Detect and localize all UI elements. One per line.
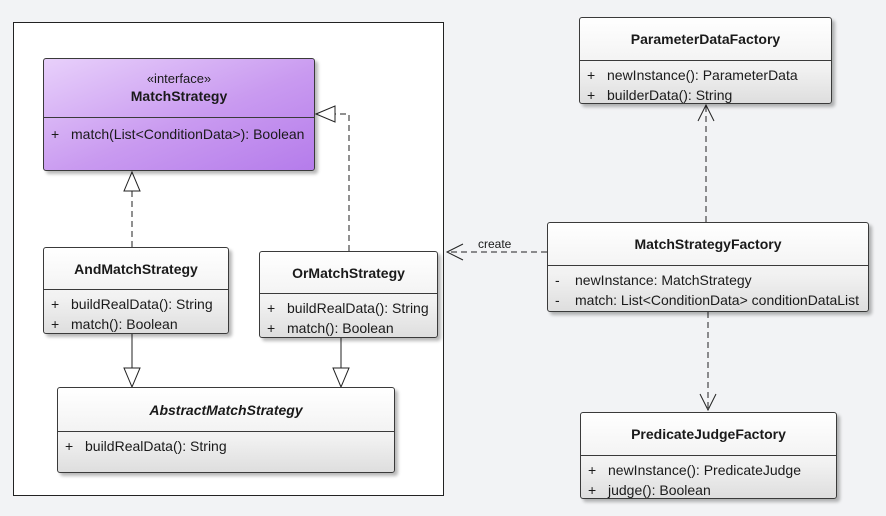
match-strategy-factory-header: MatchStrategyFactory bbox=[548, 223, 868, 266]
or-match-strategy-class[interactable]: OrMatchStrategy + buildRealData(): Strin… bbox=[259, 251, 438, 338]
member-row: + judge(): Boolean bbox=[587, 480, 830, 498]
member-row: + newInstance(): ParameterData bbox=[586, 65, 825, 85]
member-row: + newInstance(): PredicateJudge bbox=[587, 460, 830, 480]
member-signature: buildRealData(): String bbox=[85, 438, 227, 454]
create-dependency-arrowhead bbox=[445, 243, 464, 261]
and-generalization-arrowhead bbox=[123, 367, 141, 389]
parameter-data-factory-header: ParameterDataFactory bbox=[580, 18, 831, 61]
class-name: AndMatchStrategy bbox=[74, 260, 198, 277]
or-realization-line bbox=[335, 113, 350, 251]
match-strategy-interface[interactable]: «interface» MatchStrategy + match(List<C… bbox=[43, 58, 315, 171]
visibility-marker: + bbox=[588, 462, 597, 478]
create-label: create bbox=[478, 237, 512, 251]
member-row: + buildRealData(): String bbox=[64, 436, 388, 456]
member-signature: buildRealData(): String bbox=[71, 296, 213, 312]
member-row: - newInstance: MatchStrategy bbox=[554, 270, 862, 290]
member-row: + match(): Boolean bbox=[266, 318, 431, 337]
predicate-judge-factory-header: PredicateJudgeFactory bbox=[581, 413, 836, 456]
member-list: + buildRealData(): String + match(): Boo… bbox=[260, 294, 437, 337]
predicate-dependency-arrowhead bbox=[699, 393, 717, 412]
and-match-strategy-class[interactable]: AndMatchStrategy + buildRealData(): Stri… bbox=[43, 247, 229, 334]
abstract-match-strategy-header: AbstractMatchStrategy bbox=[58, 388, 394, 432]
class-name: MatchStrategy bbox=[130, 88, 228, 104]
visibility-marker: + bbox=[51, 126, 60, 142]
class-name: MatchStrategyFactory bbox=[634, 236, 782, 252]
visibility-marker: + bbox=[588, 482, 597, 498]
or-realization-arrowhead bbox=[314, 105, 336, 123]
match-strategy-header: «interface» MatchStrategy bbox=[44, 59, 314, 118]
member-row: + builderData(): String bbox=[586, 85, 825, 103]
member-list: - newInstance: MatchStrategy - match: Li… bbox=[548, 266, 868, 310]
visibility-marker: - bbox=[555, 292, 560, 308]
visibility-marker: + bbox=[267, 300, 276, 316]
member-list: + match(List<ConditionData>): Boolean bbox=[44, 118, 314, 144]
parameter-data-factory-class[interactable]: ParameterDataFactory + newInstance(): Pa… bbox=[579, 17, 832, 104]
match-strategy-factory-class[interactable]: MatchStrategyFactory - newInstance: Matc… bbox=[547, 222, 869, 312]
member-signature: match: List<ConditionData> conditionData… bbox=[575, 292, 860, 308]
abstract-match-strategy-class[interactable]: AbstractMatchStrategy + buildRealData():… bbox=[57, 387, 395, 473]
member-row: + buildRealData(): String bbox=[50, 294, 222, 314]
member-list: + buildRealData(): String bbox=[58, 432, 394, 456]
visibility-marker: + bbox=[267, 320, 276, 336]
parameter-dependency-arrowhead bbox=[697, 103, 715, 122]
member-signature: match(): Boolean bbox=[287, 320, 394, 336]
visibility-marker: + bbox=[65, 438, 74, 454]
or-match-strategy-header: OrMatchStrategy bbox=[260, 252, 437, 294]
member-signature: newInstance(): PredicateJudge bbox=[608, 462, 801, 478]
member-signature: newInstance(): ParameterData bbox=[607, 67, 798, 83]
or-generalization-arrowhead bbox=[332, 367, 350, 389]
member-row: + buildRealData(): String bbox=[266, 298, 431, 318]
class-name: PredicateJudgeFactory bbox=[631, 426, 786, 442]
visibility-marker: + bbox=[587, 67, 596, 83]
class-name: OrMatchStrategy bbox=[292, 264, 405, 281]
member-row: - match: List<ConditionData> conditionDa… bbox=[554, 290, 862, 310]
visibility-marker: + bbox=[587, 87, 596, 103]
visibility-marker: - bbox=[555, 272, 560, 288]
member-list: + newInstance(): ParameterData + builder… bbox=[580, 61, 831, 103]
member-row: + match(): Boolean bbox=[50, 314, 222, 333]
visibility-marker: + bbox=[51, 316, 60, 332]
member-signature: judge(): Boolean bbox=[608, 482, 711, 498]
class-name: AbstractMatchStrategy bbox=[149, 401, 303, 418]
and-realization-arrowhead bbox=[123, 170, 141, 192]
member-row: + match(List<ConditionData>): Boolean bbox=[50, 124, 308, 144]
interface-stereotype: «interface» bbox=[146, 71, 212, 86]
member-signature: buildRealData(): String bbox=[287, 300, 429, 316]
member-list: + newInstance(): PredicateJudge + judge(… bbox=[581, 456, 836, 498]
predicate-judge-factory-class[interactable]: PredicateJudgeFactory + newInstance(): P… bbox=[580, 412, 837, 499]
and-match-strategy-header: AndMatchStrategy bbox=[44, 248, 228, 290]
visibility-marker: + bbox=[51, 296, 60, 312]
member-signature: match(): Boolean bbox=[71, 316, 178, 332]
class-name: ParameterDataFactory bbox=[630, 31, 781, 47]
member-signature: match(List<ConditionData>): Boolean bbox=[71, 126, 305, 142]
member-signature: builderData(): String bbox=[607, 87, 733, 103]
member-signature: newInstance: MatchStrategy bbox=[575, 272, 752, 288]
member-list: + buildRealData(): String + match(): Boo… bbox=[44, 290, 228, 333]
